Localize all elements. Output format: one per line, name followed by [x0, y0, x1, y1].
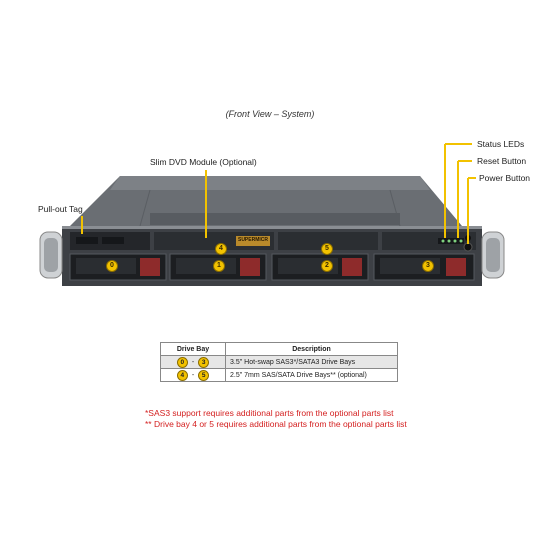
legend-dash: - — [191, 371, 195, 379]
control-panel — [382, 232, 476, 250]
footnote-bay45: ** Drive bay 4 or 5 requires additional … — [145, 419, 407, 429]
reset-button-label: Reset Button — [477, 156, 527, 166]
drive-tray-0 — [69, 253, 167, 281]
status-leds-label: Status LEDs — [477, 139, 525, 149]
footnotes: *SAS3 support requires additional parts … — [145, 408, 407, 430]
footnote-sas3: *SAS3 support requires additional parts … — [145, 408, 394, 418]
legend-dash: - — [191, 358, 195, 366]
legend-row: 4-5 2.5" 7mm SAS/SATA Drive Bays** (opti… — [160, 368, 398, 382]
legend-badge-to: 5 — [198, 369, 210, 381]
slim-dvd-label: Slim DVD Module (Optional) — [150, 157, 257, 167]
bay-badge-1: 1 — [213, 260, 225, 272]
bay-badge-3: 3 — [422, 260, 434, 272]
drive-bay-legend-table: Drive Bay Description 0-3 3.5" Hot-swap … — [160, 342, 398, 382]
legend-badge-to: 3 — [198, 356, 210, 368]
legend-desc: 3.5" Hot-swap SAS3*/SATA3 Drive Bays — [225, 355, 398, 369]
bay-badge-5: 5 — [321, 243, 333, 255]
bay-badge-2: 2 — [321, 260, 333, 272]
legend-header-bay: Drive Bay — [160, 342, 226, 356]
optional-drive-bay-5 — [278, 232, 378, 250]
legend-badge-from: 4 — [176, 369, 188, 381]
legend-badge-from: 0 — [176, 356, 188, 368]
drive-tray-2 — [271, 253, 369, 281]
figure-caption: (Front View – System) — [225, 109, 315, 119]
legend-desc: 2.5" 7mm SAS/SATA Drive Bays** (optional… — [225, 368, 398, 382]
bay-badge-4: 4 — [215, 243, 227, 255]
brand-plate-text: SUPERMICR — [237, 237, 268, 243]
legend-row: 0-3 3.5" Hot-swap SAS3*/SATA3 Drive Bays — [160, 355, 398, 369]
pullout-tag-label: Pull-out Tag — [38, 204, 83, 214]
bay-badge-0: 0 — [106, 260, 118, 272]
power-button-label: Power Button — [479, 173, 531, 183]
brand-plate — [236, 236, 270, 246]
legend-header-desc: Description — [225, 342, 398, 356]
